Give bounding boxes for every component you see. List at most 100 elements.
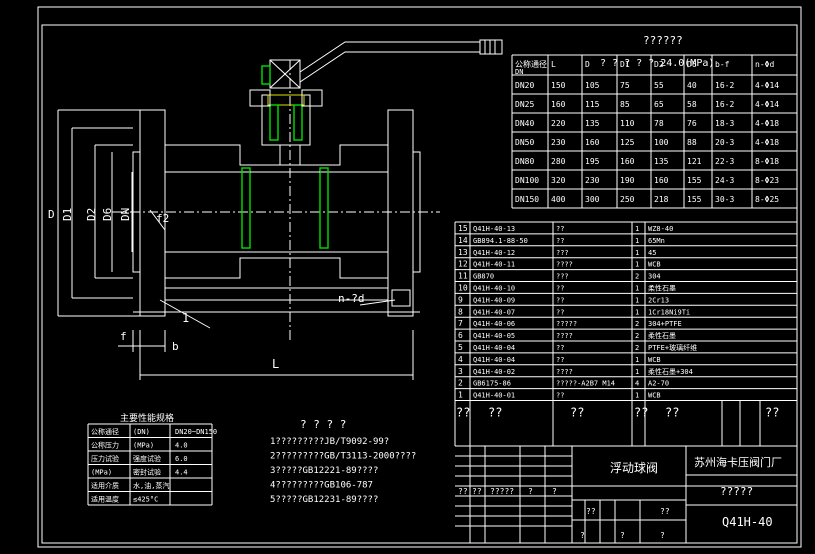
part-material: 柔性石墨 [648, 331, 676, 340]
part-qty: 2 [635, 273, 639, 281]
title-row-small-4: ? [552, 487, 557, 496]
part-code: Q41H-40-13 [473, 225, 515, 233]
bonnet [261, 94, 311, 146]
handle-lower [299, 51, 480, 83]
dim-row-cell: 105 [585, 81, 600, 90]
part-name: ????? [556, 320, 577, 328]
dim-row-cell: 195 [585, 157, 600, 166]
label-DN: DN [119, 208, 132, 221]
part-code: Q41H-40-02 [473, 368, 515, 376]
dim-row-cell: 75 [620, 81, 630, 90]
part-qty: 1 [635, 368, 639, 376]
dim-row-cell: 4-Φ14 [755, 100, 779, 109]
perf-cell: (MPa) [133, 442, 154, 450]
part-name: ?? [556, 356, 564, 364]
dim-row-cell: 250 [620, 195, 635, 204]
part-qty: 2 [635, 344, 639, 352]
bolt-left [249, 89, 271, 107]
dim-row-cell: 230 [551, 138, 566, 147]
outer-border [37, 6, 802, 548]
tech-note-line: 2?????????GB/T3113-2000???? [270, 452, 416, 462]
part-code: Q41H-40-09 [473, 296, 515, 304]
parts-header-cell: ?? [570, 406, 584, 420]
dim-f2-leader [149, 209, 166, 231]
perf-cell: 公称压力 [91, 441, 119, 450]
dim-row-cell: 160 [585, 138, 600, 147]
part-no: 3 [458, 367, 463, 376]
tech-note-line: 4?????????GB106-787 [270, 481, 373, 491]
part-no: 4 [458, 355, 463, 364]
dim-row-cell: DN150 [515, 195, 539, 204]
title-scale-0: ?? [586, 507, 596, 516]
dim-row-cell: DN25 [515, 100, 534, 109]
part-code: Q41H-40-11 [473, 261, 515, 269]
part-qty: 1 [635, 356, 639, 364]
handle-grip [479, 39, 503, 55]
dim-row-cell: 155 [687, 176, 702, 185]
dim-row-cell: 155 [687, 195, 702, 204]
dim-row-cell: 16-2 [715, 100, 734, 109]
tech-notes: 1?????????JB/T9092-99?2?????????GB/T3113… [270, 437, 416, 505]
perf-cell: ≤425°C [133, 496, 158, 504]
title-model: Q41H-40 [722, 515, 773, 529]
dim-header-cell: b-f [715, 60, 730, 69]
part-qty: 1 [635, 296, 639, 304]
dim-row-cell: 78 [654, 119, 664, 128]
perf-cell: 密封试验 [133, 468, 161, 477]
dim-row-cell: 58 [687, 100, 697, 109]
part-material: 65Mn [648, 237, 665, 245]
bolt-right [301, 89, 323, 107]
part-name: ?????-A2B7 M14 [556, 380, 615, 388]
dim-row-cell: 8-Φ25 [755, 195, 779, 204]
dim-row-cell: 30-3 [715, 195, 734, 204]
label-D6: D6 [101, 208, 114, 221]
pressure-note: ? ? ? ? ? 24.0(MPa) [600, 58, 714, 69]
part-no: 1 [458, 391, 463, 400]
dim-row-cell: 160 [551, 100, 566, 109]
part-name: ??? [556, 273, 569, 281]
dim-header-cell: L [551, 60, 556, 69]
dim-row-cell: 220 [551, 119, 566, 128]
dim-row-cell: 88 [687, 138, 697, 147]
title-row-small-2: ????? [490, 487, 514, 496]
perf-cell: 水,油,蒸汽 [133, 481, 169, 490]
tech-note-line: 3?????GB12221-89???? [270, 466, 378, 476]
part-code: GB6175-86 [473, 380, 511, 388]
part-material: 304+PTFE [648, 320, 682, 328]
part-qty: 1 [635, 392, 639, 400]
gland [267, 94, 305, 106]
dim-row-cell: 121 [687, 157, 702, 166]
dim-row-cell: 115 [585, 100, 600, 109]
perf-cell: (DN) [133, 428, 150, 436]
part-material: 45 [648, 249, 656, 257]
dim-row-cell: DN40 [515, 119, 534, 128]
part-no: 12 [458, 260, 468, 269]
dim-row-cell: 320 [551, 176, 566, 185]
part-code: Q41H-40-04 [473, 356, 515, 364]
dim-row-cell: 125 [620, 138, 635, 147]
dim-row-cell: 100 [654, 138, 669, 147]
title-block: 浮动球阀 苏州海卡压阀门厂 ????? Q41H-40 ?? ?? ????? … [455, 445, 797, 544]
flange-bolt-hole [391, 289, 411, 307]
nut-washer [261, 65, 271, 85]
part-no: 10 [458, 284, 468, 293]
part-material: 1Cr18Ni9Ti [648, 308, 690, 316]
label-b: b [172, 340, 179, 353]
perf-table-title: 主要性能规格 [120, 412, 174, 424]
part-material: WCB [648, 392, 661, 400]
dim-row-cell: 65 [654, 100, 664, 109]
title-row-small-1: ?? [472, 487, 482, 496]
part-material: WCB [648, 261, 661, 269]
part-name: ???? [556, 368, 573, 376]
perf-cell: DN20~DN150 [175, 428, 217, 436]
dim-row-cell: 160 [654, 176, 669, 185]
part-no: 5 [458, 343, 463, 352]
dim-row-cell: 300 [585, 195, 600, 204]
part-name: ?? [556, 392, 564, 400]
dim-row-cell: 135 [585, 119, 600, 128]
valve-section-view [112, 39, 503, 340]
right-flange [387, 109, 414, 317]
part-code: Q41H-40-06 [473, 320, 515, 328]
